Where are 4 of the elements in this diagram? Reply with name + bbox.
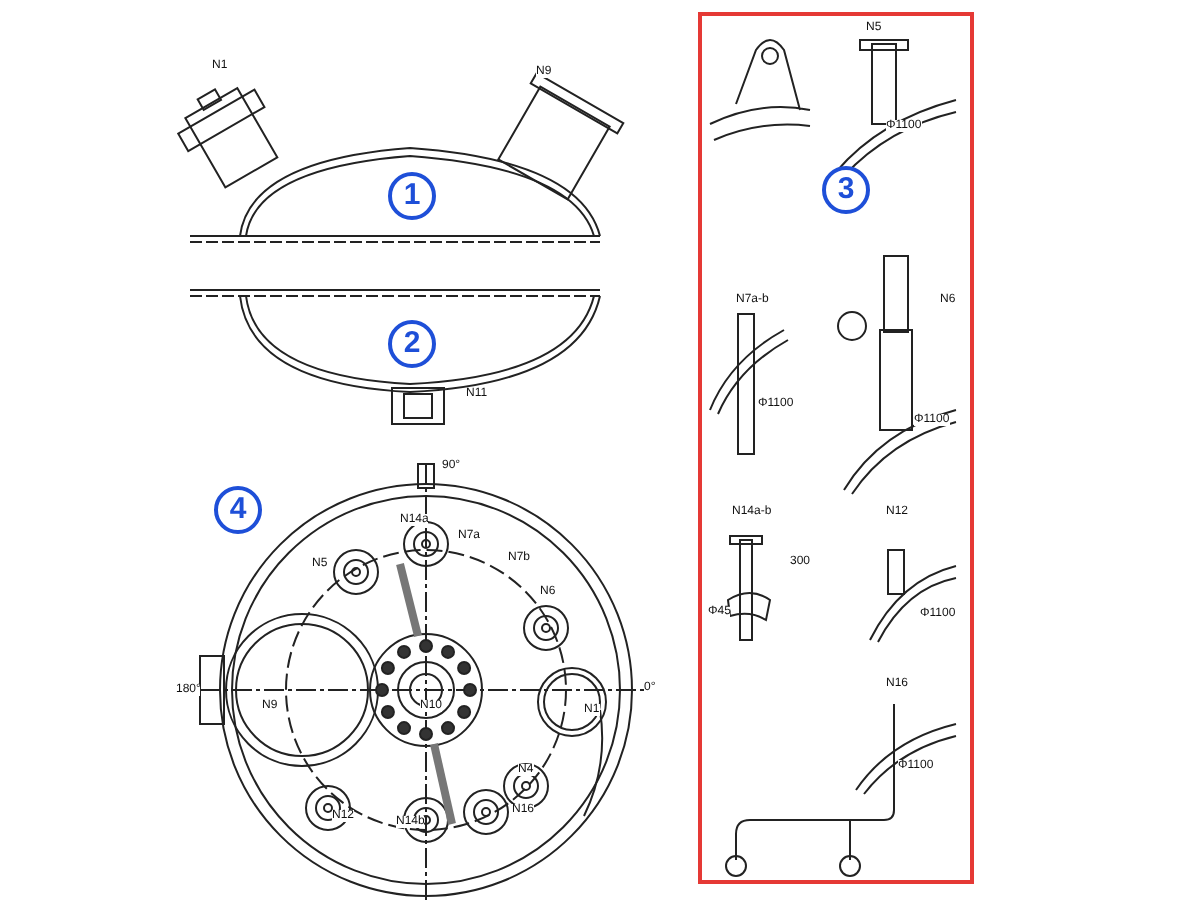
callout-number: 3 <box>822 166 870 214</box>
callout-number: 2 <box>388 320 436 368</box>
callout-number: 1 <box>388 172 436 220</box>
callout-number: 4 <box>214 486 262 534</box>
